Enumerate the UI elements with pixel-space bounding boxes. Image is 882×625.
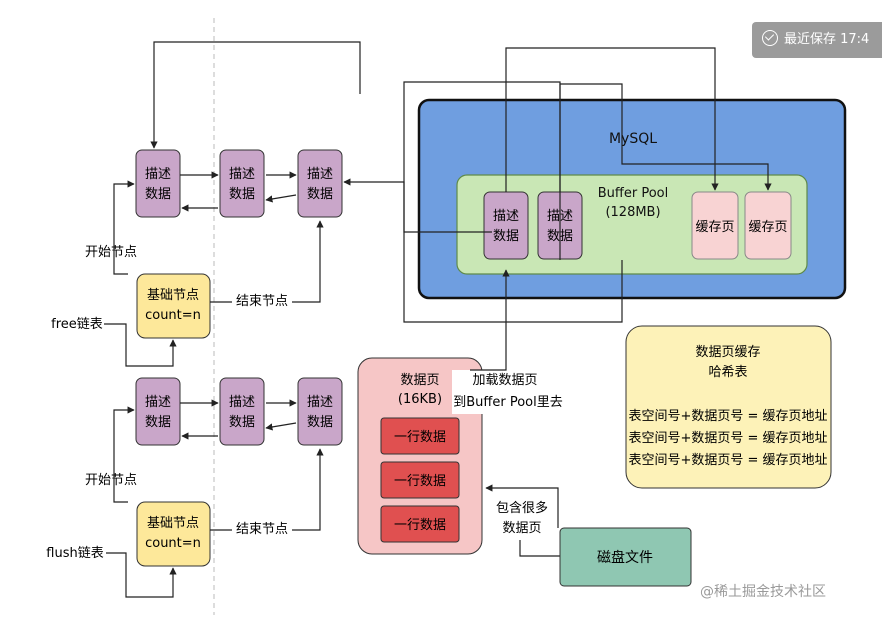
flush-descriptor-2-line2: 数据 — [229, 415, 255, 430]
load-label-line1: 加载数据页 — [472, 373, 537, 388]
free-descriptor-2-line2: 数据 — [229, 187, 255, 202]
data-row-3: 一行数据 — [380, 505, 460, 543]
free-descriptor-1-line1: 描述 — [145, 167, 171, 182]
pool-descriptor-1-line1: 描述 — [493, 209, 519, 224]
free-descriptor-3-line1: 描述 — [307, 167, 333, 182]
hash-table-box: 数据页缓存 哈希表 表空间号+数据页号 = 缓存页地址 表空间号+数据页号 = … — [625, 325, 832, 489]
flush-list-name: flush链表 — [46, 546, 103, 561]
pool-descriptor-1: 描述 数据 — [483, 191, 529, 260]
flush-start-node-label: 开始节点 — [85, 473, 137, 488]
pool-descriptor2-loop-line — [403, 81, 623, 323]
data-row-1-label: 一行数据 — [394, 430, 446, 445]
buffer-pool-title: Buffer Pool — [598, 186, 668, 201]
free-end-node-label: 结束节点 — [236, 294, 288, 309]
data-row-2: 一行数据 — [380, 461, 460, 499]
free-descriptor-1: 描述 数据 — [135, 149, 181, 218]
free-start-node-arrow — [113, 180, 135, 275]
contains-label-line2: 数据页 — [502, 521, 541, 536]
free-arrow-3-2 — [265, 194, 297, 203]
flush-descriptor-1-line2: 数据 — [145, 415, 171, 430]
flush-descriptor-1: 描述 数据 — [135, 377, 181, 446]
hash-table-entry-3: 表空间号+数据页号 = 缓存页地址 — [628, 453, 827, 468]
hash-table-entry-1: 表空间号+数据页号 = 缓存页地址 — [628, 409, 827, 424]
flush-descriptor-1-line1: 描述 — [145, 395, 171, 410]
save-status-text: 最近保存 17:4 — [784, 32, 870, 47]
data-page-size: (16KB) — [398, 392, 442, 407]
check-circle-icon — [762, 30, 778, 46]
flush-start-node-arrow — [113, 406, 135, 503]
cache-page-1-label: 缓存页 — [695, 220, 734, 235]
free-descriptor-3-line2: 数据 — [307, 187, 333, 202]
flush-descriptor-3-line1: 描述 — [307, 395, 333, 410]
hash-table-title-line1: 数据页缓存 — [695, 345, 760, 360]
flush-end-node-label: 结束节点 — [236, 522, 288, 537]
free-list-arrow — [104, 323, 177, 367]
flush-base-node: 基础节点 count=n — [136, 501, 211, 567]
free-descriptor-2: 描述 数据 — [219, 149, 265, 218]
flush-descriptor-3: 描述 数据 — [297, 377, 343, 446]
data-page-box — [357, 357, 483, 555]
free-descriptor-3: 描述 数据 — [297, 149, 343, 218]
free-end-node-arrow — [292, 220, 324, 303]
free-top-loop-line — [150, 41, 361, 149]
pool-descriptor-1-line2: 数据 — [493, 229, 519, 244]
watermark: @稀土掘金技术社区 — [700, 584, 826, 600]
disk-file-label: 磁盘文件 — [597, 549, 653, 566]
flush-list-arrow — [106, 552, 177, 598]
mysql-title: MySQL — [609, 131, 657, 147]
contains-arrow — [485, 484, 559, 528]
hash-table-title-line2: 哈希表 — [708, 365, 747, 380]
flush-descriptor-2-line1: 描述 — [229, 395, 255, 410]
data-row-2-label: 一行数据 — [394, 474, 446, 489]
flush-descriptor-3-line2: 数据 — [307, 415, 333, 430]
data-page-title: 数据页 — [400, 373, 439, 388]
contains-label-line1: 包含很多 — [496, 500, 548, 516]
cache-page-1: 缓存页 — [691, 191, 739, 260]
descriptor1-to-cache1-line — [505, 47, 719, 192]
cache-page-2: 缓存页 — [744, 191, 792, 260]
cache-page-2-label: 缓存页 — [748, 220, 787, 235]
free-list-name: free链表 — [51, 317, 103, 332]
free-base-node-line1: 基础节点 — [147, 288, 199, 303]
disk-connector-line — [519, 540, 560, 557]
save-status-badge: 最近保存 17:4 — [752, 22, 882, 58]
free-start-node-label: 开始节点 — [85, 245, 137, 260]
load-arrow — [470, 269, 510, 371]
disk-file-box: 磁盘文件 — [559, 527, 692, 587]
free-base-node-line2: count=n — [145, 308, 201, 323]
flush-descriptor-2: 描述 数据 — [219, 377, 265, 446]
flush-base-node-line2: count=n — [145, 536, 201, 551]
buffer-pool-size: (128MB) — [605, 205, 660, 220]
data-row-1: 一行数据 — [380, 417, 460, 455]
data-row-3-label: 一行数据 — [394, 518, 446, 533]
flush-arrow-3-2 — [265, 422, 297, 431]
free-base-node: 基础节点 count=n — [136, 273, 211, 339]
load-label-line2: 到Buffer Pool里去 — [453, 395, 563, 410]
free-descriptor-1-line2: 数据 — [145, 187, 171, 202]
hash-table-entry-2: 表空间号+数据页号 = 缓存页地址 — [628, 431, 827, 446]
flush-end-node-arrow — [292, 448, 324, 531]
load-label-bg — [452, 370, 560, 414]
free-descriptor-2-line1: 描述 — [229, 167, 255, 182]
flush-base-node-line1: 基础节点 — [147, 516, 199, 531]
